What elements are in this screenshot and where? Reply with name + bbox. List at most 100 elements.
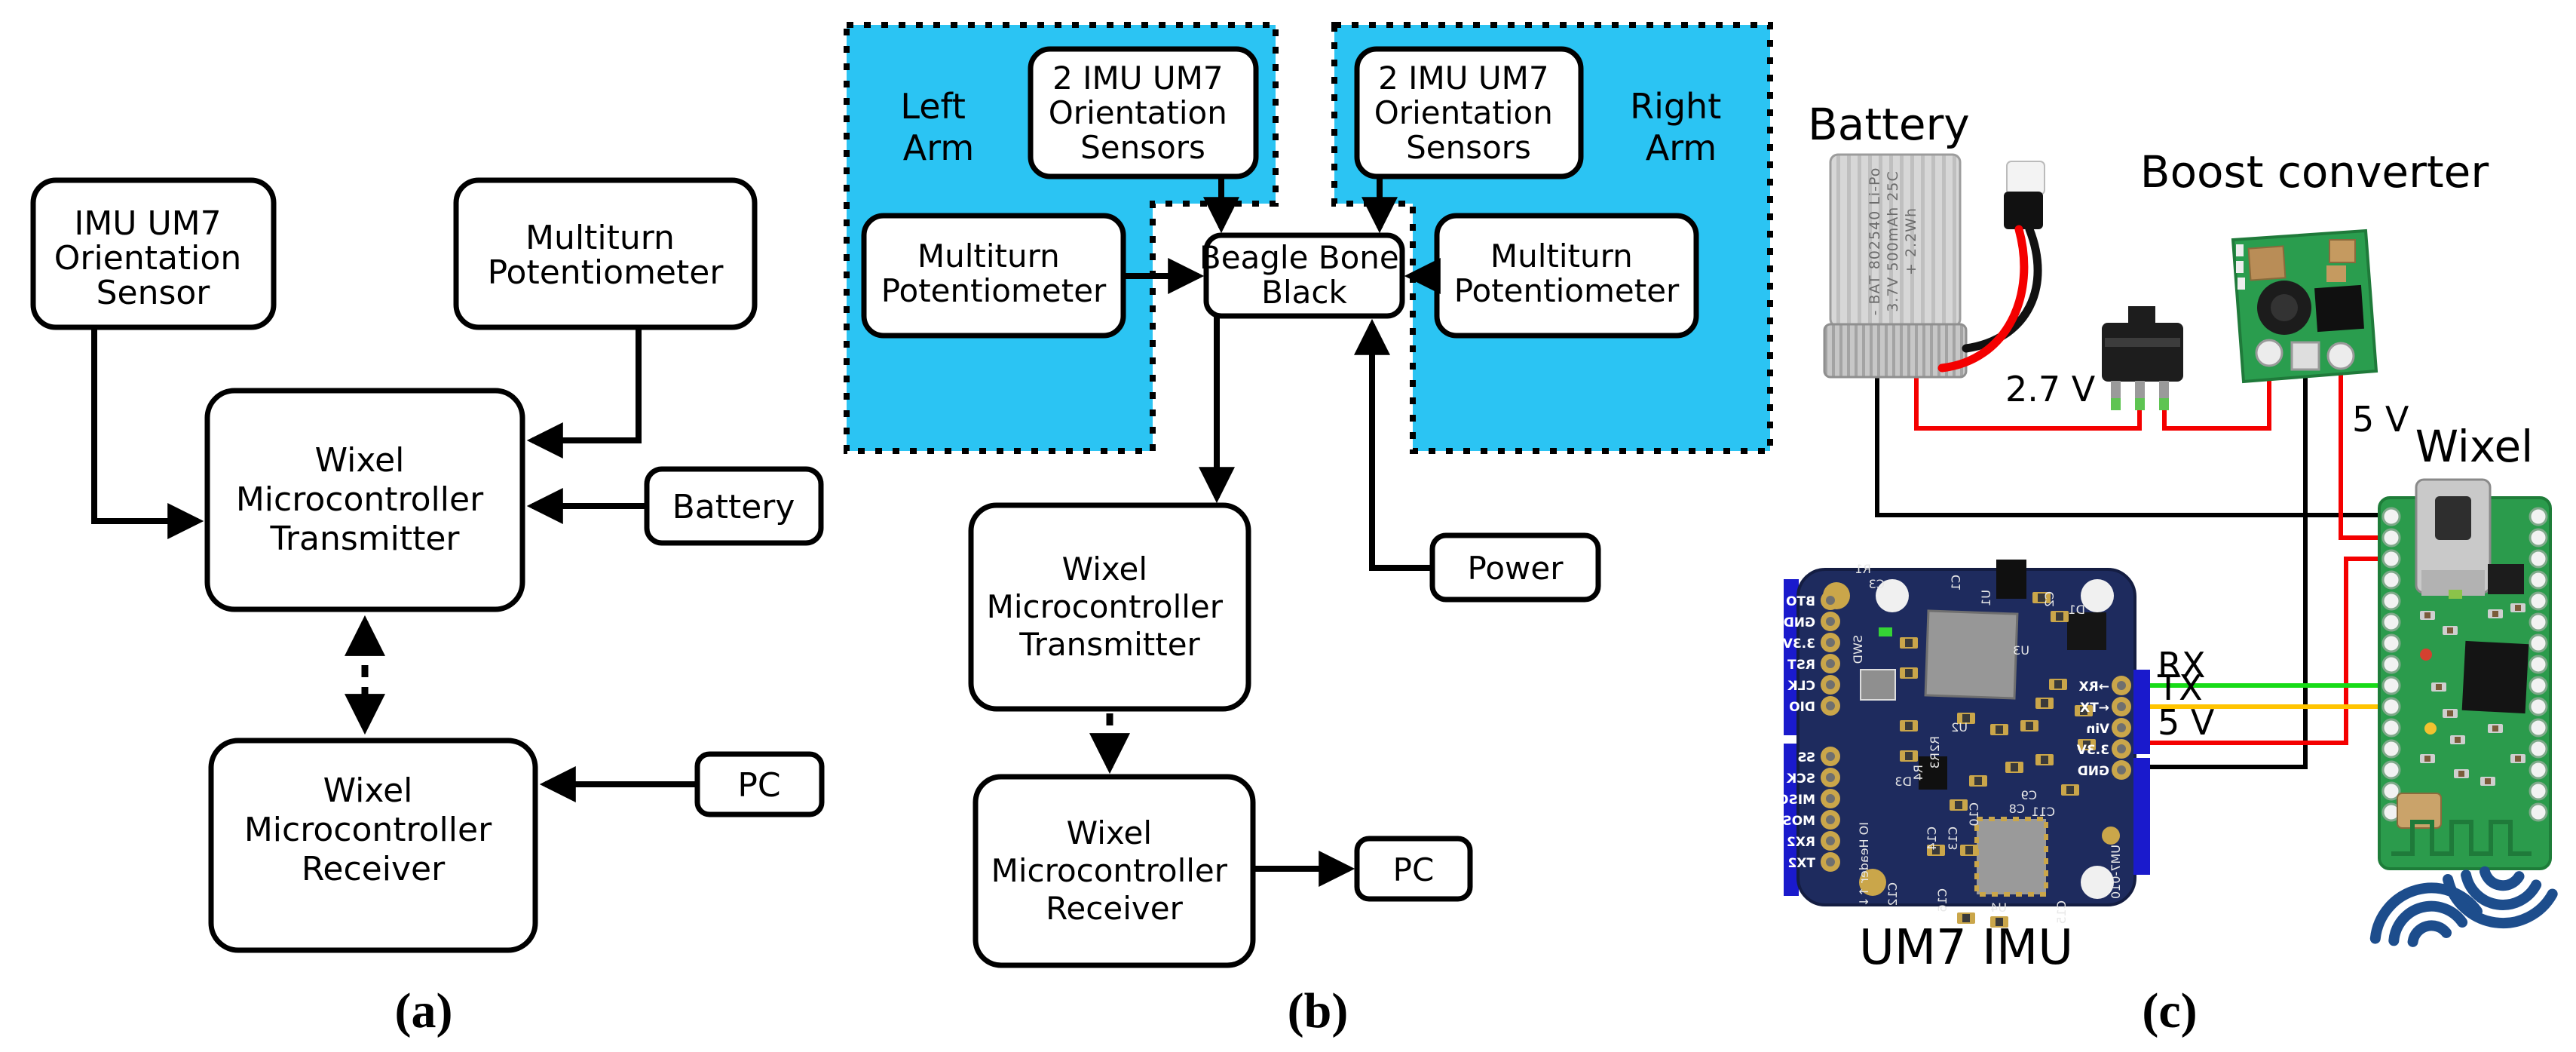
smd-body	[2424, 612, 2431, 618]
wixel-crystal	[2397, 793, 2442, 829]
pin-label: 3.3V	[2076, 743, 2109, 758]
pin-label: Vin	[2086, 722, 2109, 737]
box-right-multiturn-pot: Multiturn Potentiometer	[1434, 213, 1699, 339]
pin-hole	[2117, 702, 2126, 711]
panel-c: Battery Boost converter Wixel - BAT 8025…	[1778, 99, 2558, 1038]
wireless-signal-icon	[2369, 866, 2558, 947]
box-imu-sensor: IMU UM7 Orientation Sensor	[30, 177, 277, 330]
smd-body	[2026, 722, 2033, 730]
smd-body	[2011, 763, 2018, 771]
silkscreen-ref: C16	[1935, 888, 1950, 912]
wire-label-2v7: 2.7 V	[2005, 369, 2096, 409]
box-pc-b: PC	[1354, 836, 1473, 902]
pin-hole	[2117, 744, 2126, 753]
boost-converter-photo	[2231, 228, 2378, 384]
smd-body	[2447, 710, 2453, 716]
switch-pin-3-tip	[2159, 398, 2169, 410]
wixel-pad	[2381, 549, 2401, 569]
svg-text:3.7V 500mAh 25C: 3.7V 500mAh 25C	[1885, 170, 1901, 312]
wixel-pad	[2381, 591, 2401, 611]
box-power: Power	[1429, 532, 1601, 603]
smd-body	[2492, 725, 2498, 731]
wixel-pad	[2381, 718, 2401, 738]
smd-body	[1955, 801, 1962, 809]
um7-transistor	[1996, 560, 2026, 599]
box-left-imu-sensors-shape	[1028, 46, 1259, 179]
pin-label: SS	[1797, 750, 1815, 765]
wixel-mcu	[2461, 640, 2529, 714]
box-battery-a: Battery	[644, 466, 824, 546]
smd-body	[2436, 684, 2442, 690]
smd-body	[2066, 786, 2074, 794]
um7-crystal	[1860, 669, 1896, 701]
pin-hole	[1826, 680, 1835, 689]
wire-label-rx: RX	[2158, 645, 2205, 685]
wixel-pad	[2381, 739, 2401, 759]
um7-passives	[1900, 592, 2096, 928]
smd-body	[2054, 680, 2062, 689]
switch-pin-2-tip	[2135, 398, 2145, 410]
caption-b: (b)	[1288, 983, 1349, 1038]
wixel-pad	[2529, 633, 2548, 653]
wire-label-5v-um7: 5 V	[2158, 702, 2215, 743]
pin-label: RX2	[1787, 835, 1815, 850]
box-wixel-transmitter-a-label: Wixel Microcontroller Transmitter	[236, 441, 494, 558]
silkscreen-ref: C15	[2054, 900, 2069, 925]
pin-label: DIO	[1789, 700, 1815, 715]
wixel-pad	[2381, 528, 2401, 547]
smd-body	[1965, 846, 1973, 854]
silkscreen-ref: C3	[1869, 577, 1885, 591]
um7-left-header-lower	[1784, 744, 1799, 896]
smd-body	[1962, 914, 1970, 922]
smd-body	[2492, 611, 2498, 617]
wixel-pad	[2529, 739, 2548, 759]
silkscreen-ref: R4	[1911, 765, 1925, 781]
wixel-pad	[2529, 528, 2548, 547]
smd-body	[2447, 627, 2453, 633]
switch-pin-3	[2159, 381, 2169, 400]
box-right-multiturn-pot-label: Multiturn Potentiometer	[1454, 238, 1680, 309]
switch-pin-1-tip	[2111, 398, 2121, 410]
um7-mount-hole	[2081, 866, 2114, 899]
wixel-pad	[2529, 718, 2548, 738]
wire-switch-to-boost-red	[2162, 367, 2271, 431]
smd-body	[1905, 722, 1913, 730]
silkscreen-ref: C1	[1949, 575, 1963, 590]
battery-photo: - BAT 802540 Li-Po 3.7V 500mAh 25C + 2.2…	[1823, 153, 2045, 379]
wixel-pad	[2381, 697, 2401, 716]
pin-label: MOSI	[1778, 814, 1815, 829]
box-wixel-receiver-a-label: Wixel Microcontroller Receiver	[244, 771, 502, 888]
box-right-imu-sensors: 2 IMU UM7 Orientation Sensors	[1354, 46, 1584, 179]
silkscreen-ref: R3	[1928, 753, 1942, 768]
box-pc-b-shape	[1354, 836, 1473, 902]
box-beaglebone-black-label: Beagle Bone Black	[1199, 239, 1409, 311]
box-wixel-transmitter-b-label: Wixel Microcontroller Transmitter	[987, 551, 1233, 663]
silkscreen-ref: C13	[1946, 827, 1960, 851]
pin-hole	[1826, 773, 1835, 782]
wixel-yellow-led	[2424, 722, 2437, 735]
caption-c: (c)	[2142, 983, 2197, 1038]
smd-body	[2485, 778, 2491, 784]
pin-hole	[1826, 638, 1835, 647]
um7-mount-hole	[2081, 579, 2114, 612]
smd-body	[1905, 639, 1913, 647]
wifi-left-icon	[2369, 882, 2483, 947]
wire-battery-to-switch-red	[1914, 374, 2142, 431]
wixel-pad	[2381, 676, 2401, 695]
um7-mount-hole	[1876, 579, 1909, 612]
switch-pin-2	[2135, 381, 2145, 400]
pin-hole	[1826, 659, 1835, 668]
smd-body	[2038, 593, 2045, 602]
wixel-pad	[2529, 570, 2548, 590]
boost-pad-vin	[2255, 339, 2283, 367]
smd-body	[2424, 756, 2431, 762]
wire-battery-gnd-black	[1875, 376, 2385, 517]
wifi-arc	[2369, 882, 2483, 944]
smd-body	[1962, 714, 1970, 722]
pin-label: CLK	[1787, 679, 1815, 694]
pin-hole	[1826, 857, 1835, 866]
smd-body	[1932, 846, 1940, 854]
